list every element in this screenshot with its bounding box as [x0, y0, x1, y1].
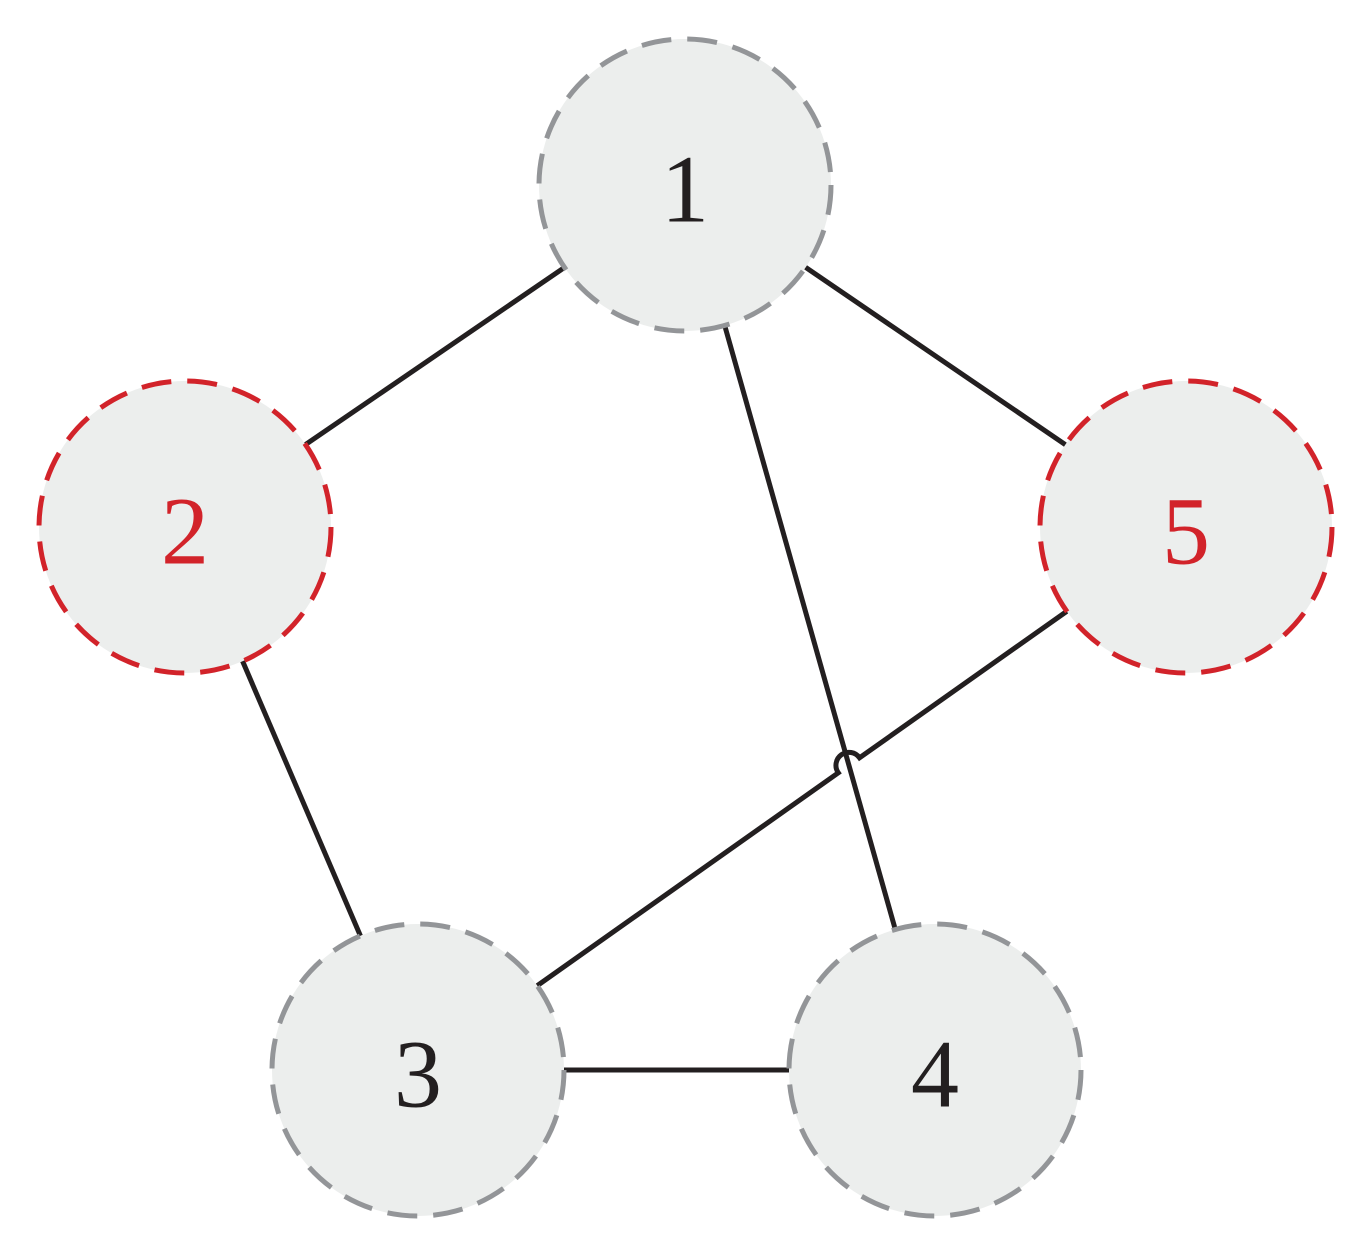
- node-5: 5: [1037, 378, 1335, 676]
- node-4-label: 4: [911, 1021, 959, 1128]
- node-1: 1: [536, 36, 834, 334]
- node-2: 2: [36, 378, 334, 676]
- node-3: 3: [269, 921, 567, 1219]
- node-4-circle: [786, 921, 1084, 1219]
- edges-layer: [240, 265, 1069, 1073]
- node-5-label: 5: [1162, 478, 1210, 585]
- node-2-circle: [36, 378, 334, 676]
- node-5-circle: [1037, 378, 1335, 676]
- node-1-label: 1: [661, 136, 709, 243]
- node-2-label: 2: [161, 478, 209, 585]
- edge-1-5: [804, 265, 1067, 447]
- node-3-label: 3: [394, 1021, 442, 1128]
- node-4: 4: [786, 921, 1084, 1219]
- node-3-circle: [269, 921, 567, 1219]
- edge-1-2: [304, 265, 566, 447]
- node-1-circle: [536, 36, 834, 334]
- edge-1-4: [722, 324, 898, 931]
- edge-3-5: [535, 609, 1069, 988]
- edge-2-3: [240, 660, 363, 937]
- nodes-layer: 1 2 3 4 5: [36, 36, 1335, 1219]
